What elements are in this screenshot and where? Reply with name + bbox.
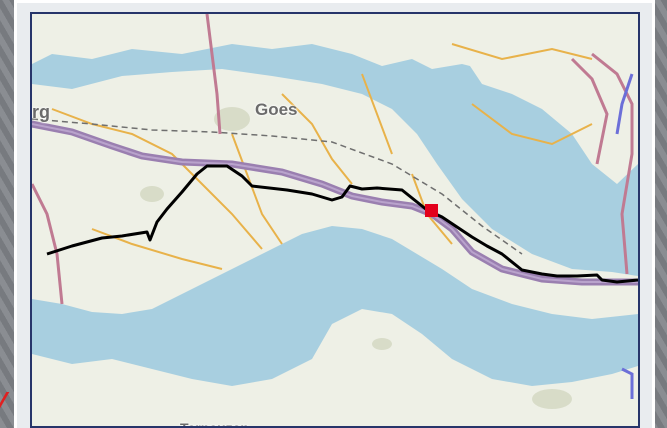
label-goes: Goes xyxy=(255,100,298,119)
land-northeast xyxy=(452,14,638,184)
town-patch xyxy=(140,186,164,202)
town-patch-goes xyxy=(214,107,250,131)
town-patch xyxy=(532,389,572,409)
canal-south xyxy=(621,367,634,399)
map-canvas xyxy=(32,14,638,426)
gps-track xyxy=(46,164,638,284)
town-patch xyxy=(372,338,392,350)
railway xyxy=(32,118,523,255)
highway-a58-center xyxy=(32,123,638,283)
canal xyxy=(615,73,634,135)
land-south xyxy=(32,309,638,426)
position-marker xyxy=(425,204,438,217)
label-rg: rg xyxy=(32,102,50,122)
map-view[interactable]: Goes rg Terneuzen xyxy=(30,12,640,428)
label-terneuzen: Terneuzen xyxy=(180,420,249,428)
primary-roads xyxy=(32,14,634,305)
